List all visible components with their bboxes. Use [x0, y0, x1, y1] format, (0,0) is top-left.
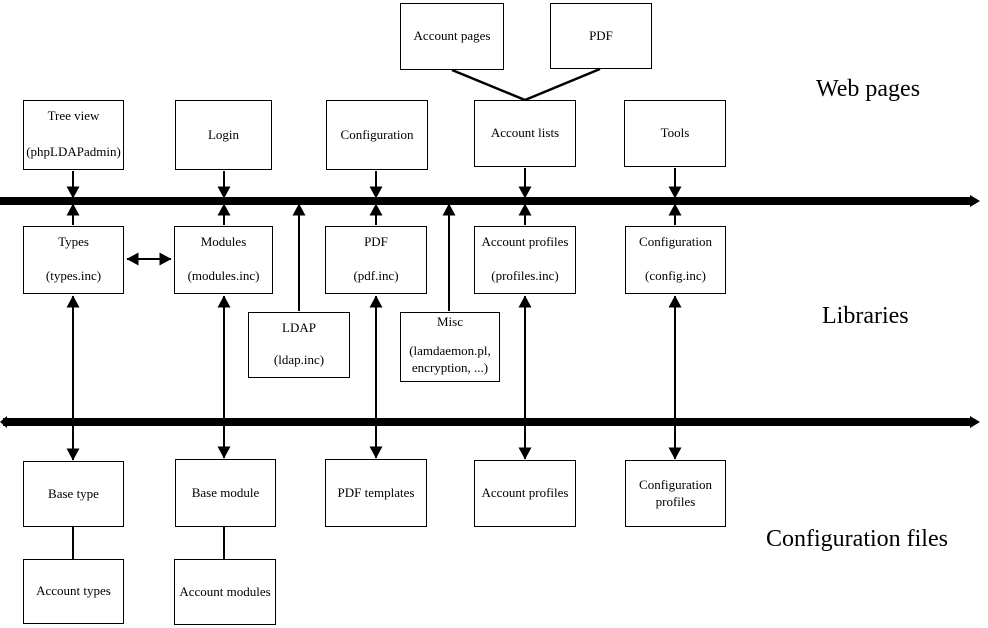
node-label: PDF	[364, 234, 388, 249]
node-label: Account lists	[490, 125, 560, 141]
lines-top-to-account-lists	[451, 67, 601, 102]
node-label: Base module	[191, 484, 260, 500]
node-sublabel: (config.inc)	[644, 268, 706, 284]
node-tools: Tools	[624, 100, 726, 167]
node-label: PDF	[589, 27, 613, 43]
arrows-libraries-to-bus	[66, 203, 682, 311]
bus-libraries-config	[0, 416, 980, 428]
node-sublabel: (phpLDAPadmin)	[26, 144, 121, 160]
layer-label-configuration-files: Configuration files	[766, 526, 948, 552]
node-label: Configuration	[639, 234, 712, 249]
node-types-lib: Types (types.inc)	[23, 226, 124, 294]
node-label: Misc	[437, 314, 463, 329]
node-sublabel: (ldap.inc)	[273, 352, 325, 368]
node-label: Account pages	[413, 28, 491, 44]
node-sublabel: (modules.inc)	[187, 268, 260, 284]
bus-web-libraries	[0, 195, 980, 207]
node-base-type: Base type	[23, 461, 124, 527]
node-sublabel: (types.inc)	[45, 268, 102, 284]
node-label: Tools	[660, 125, 690, 141]
lines-base-to-account	[72, 527, 225, 560]
node-label: Types	[58, 234, 89, 249]
node-sublabel: (pdf.inc)	[353, 268, 399, 284]
node-label: Account profiles	[481, 485, 569, 501]
node-configuration-page: Configuration	[326, 100, 428, 170]
node-configuration-lib: Configuration (config.inc)	[625, 226, 726, 294]
node-sublabel: (profiles.inc)	[491, 268, 559, 284]
node-configuration-profiles: Configuration profiles	[625, 460, 726, 527]
node-base-module: Base module	[175, 459, 276, 527]
node-label: Tree view	[47, 108, 100, 123]
node-label: Configuration	[340, 126, 414, 142]
node-label: Base type	[48, 485, 99, 501]
node-account-lists: Account lists	[474, 100, 576, 167]
node-misc-lib: Misc (lamdaemon.pl, encryption, ...)	[400, 312, 500, 382]
node-label: Account modules	[179, 583, 271, 599]
node-pdf-page: PDF	[550, 3, 652, 69]
node-account-pages: Account pages	[400, 3, 504, 70]
node-sublabel: (lamdaemon.pl, encryption, ...)	[409, 343, 491, 376]
node-tree-view: Tree view (phpLDAPadmin)	[23, 100, 124, 170]
node-label: Configuration profiles	[639, 476, 712, 509]
node-account-profiles-file: Account profiles	[474, 460, 576, 527]
node-label: LDAP	[282, 320, 316, 335]
node-account-modules: Account modules	[174, 559, 276, 625]
node-label: Modules	[200, 234, 247, 249]
node-pdf-lib: PDF (pdf.inc)	[325, 226, 427, 294]
node-pdf-templates: PDF templates	[325, 459, 427, 527]
node-ldap-lib: LDAP (ldap.inc)	[248, 312, 350, 378]
arrows-libraries-configfiles	[66, 295, 682, 461]
arrows-webpages-to-bus	[66, 168, 682, 199]
layer-label-libraries: Libraries	[822, 303, 909, 329]
node-login: Login	[175, 100, 272, 170]
node-modules-lib: Modules (modules.inc)	[174, 226, 273, 294]
node-account-profiles-lib: Account profiles (profiles.inc)	[474, 226, 576, 294]
node-label: PDF templates	[337, 484, 415, 500]
node-label: Account types	[36, 583, 111, 599]
node-label: Login	[207, 126, 240, 142]
node-account-types: Account types	[23, 559, 124, 624]
node-label: Account profiles	[481, 234, 569, 249]
layer-label-web-pages: Web pages	[816, 76, 921, 102]
